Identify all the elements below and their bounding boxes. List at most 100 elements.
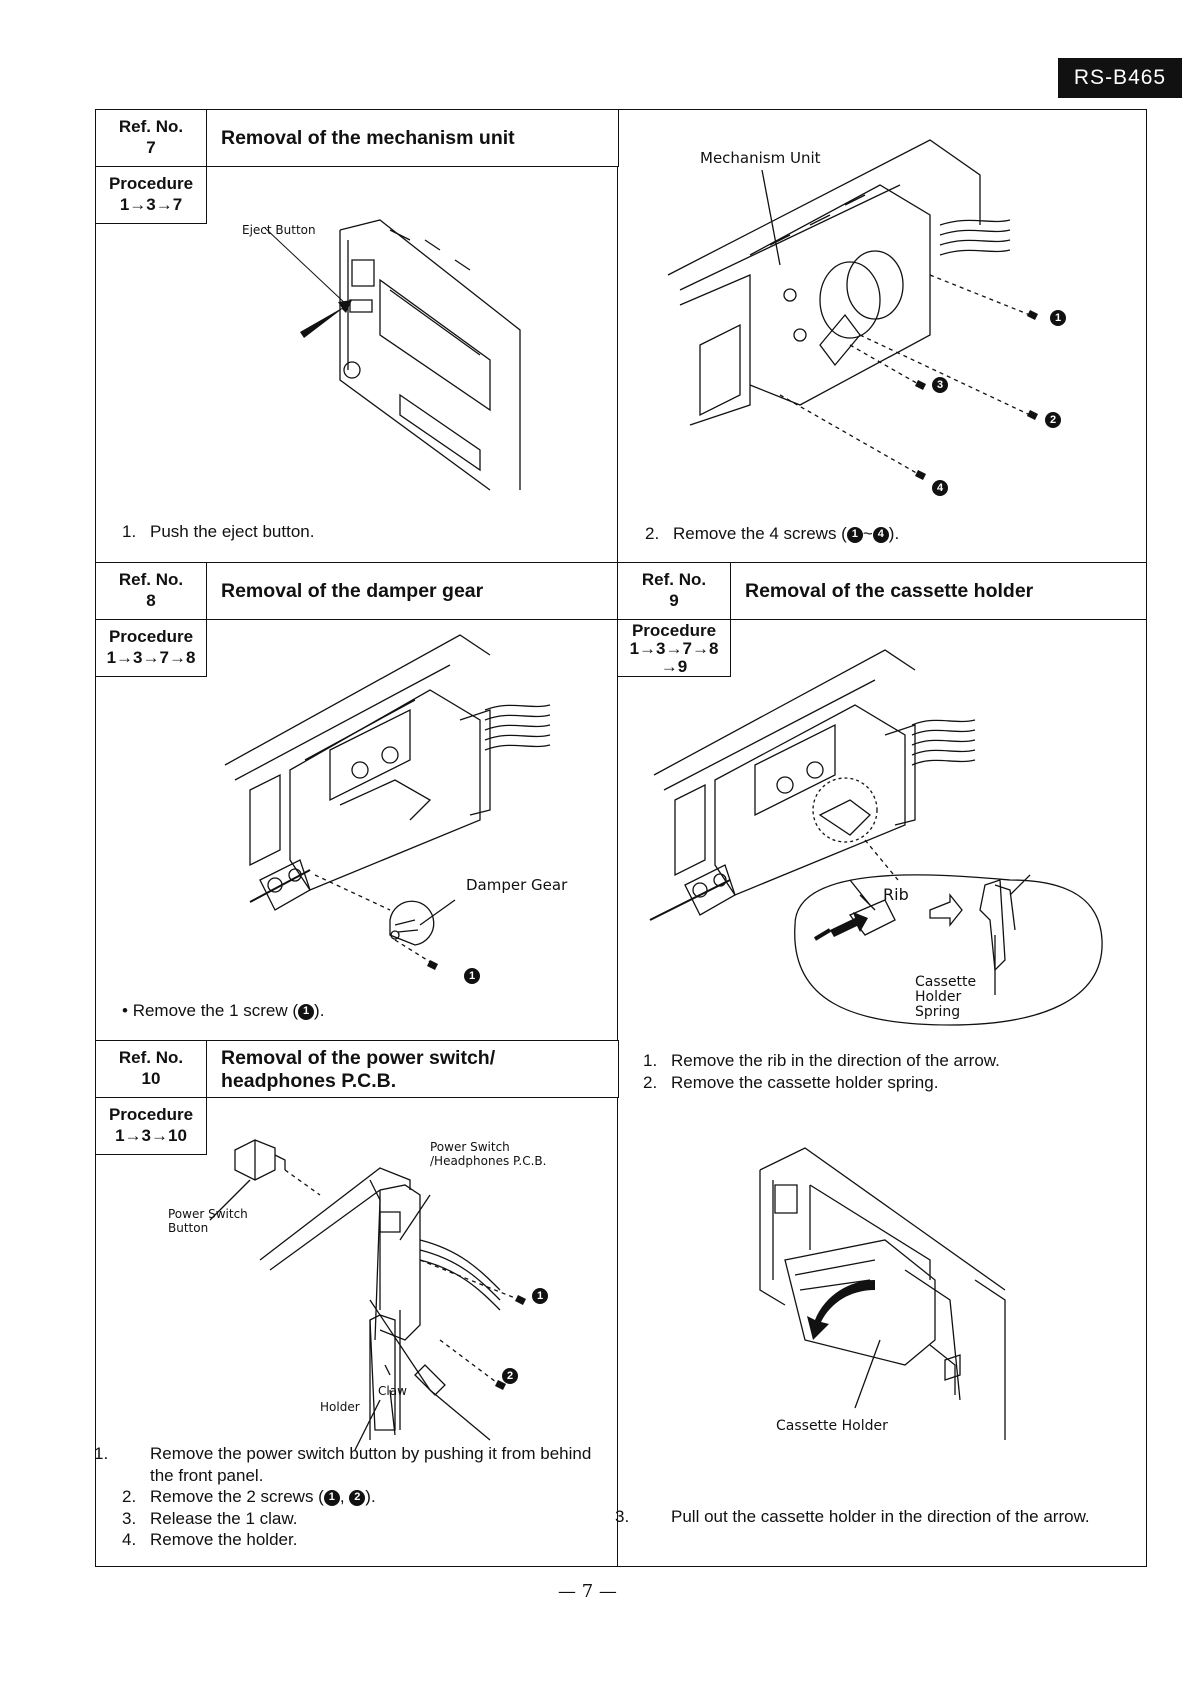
procedure-steps: 1→3→7	[119, 195, 183, 214]
ref-label: Ref. No.	[641, 570, 707, 589]
step-10-2: 2.Remove the 2 screws (1, 2).	[122, 1486, 607, 1508]
page-frame	[95, 109, 1147, 1567]
step-number: 1.	[94, 1444, 109, 1463]
label-line: Power Switch	[168, 1207, 248, 1221]
step-number: 4.	[122, 1530, 137, 1549]
step-text: Release the 1 claw.	[150, 1508, 298, 1528]
note-text-end: ).	[314, 1001, 325, 1020]
label-cassette-holder: Cassette Holder	[776, 1418, 888, 1434]
procedure-steps: 1→3→7→8	[106, 648, 196, 667]
marker-2-icon: 2	[1045, 412, 1061, 428]
ref-box-9: Ref. No. 9	[617, 562, 731, 620]
marker-3-icon: 3	[932, 377, 948, 393]
step-9-3: 3. Pull out the cassette holder in the di…	[615, 1506, 1156, 1528]
section-title-10: Removal of the power switch/ headphones …	[206, 1040, 619, 1098]
marker-1-icon: 1	[846, 526, 863, 543]
ref-box-7: Ref. No. 7	[95, 109, 207, 167]
step-number: 2.	[643, 1072, 658, 1092]
marker-4-icon: 4	[932, 480, 948, 496]
model-tag: RS-B465	[1058, 58, 1182, 98]
eject-button-figure	[290, 210, 540, 500]
label-line: Button	[168, 1221, 209, 1235]
procedure-steps: 1→3→10	[115, 1126, 187, 1145]
note-8: • Remove the 1 screw (1).	[122, 1000, 324, 1022]
label-eject-button: Eject Button	[242, 223, 316, 237]
damper-gear-figure	[220, 630, 570, 970]
procedure-label: Procedure	[108, 1105, 194, 1124]
section-title-text: Removal of the cassette holder	[745, 579, 1034, 602]
label-power-switch-button: Power Switch Button	[168, 1207, 248, 1235]
label-line: Holder	[915, 989, 962, 1005]
step-7-2: 2. Remove the 4 screws (1~4).	[645, 523, 899, 545]
step-number: 2.	[122, 1487, 137, 1506]
section-title-9: Removal of the cassette holder	[730, 562, 1147, 620]
marker-1-icon: 1	[464, 968, 480, 984]
step-text: Remove the 4 screws (	[673, 524, 847, 543]
marker-2-icon: 2	[349, 1489, 366, 1506]
section-title-7: Removal of the mechanism unit	[206, 109, 619, 167]
procedure-box-9: Procedure 1→3→7→8 →9	[617, 619, 731, 677]
ref-box-8: Ref. No. 8	[95, 562, 207, 620]
step-text: Remove the holder.	[150, 1530, 298, 1549]
label-claw: Claw	[378, 1384, 407, 1398]
cassette-spring-figure	[650, 640, 1110, 1030]
step-text: Remove the rib in the direction of the a…	[671, 1051, 1000, 1070]
procedure-box-10: Procedure 1→3→10	[95, 1097, 207, 1155]
label-damper-gear: Damper Gear	[466, 876, 568, 894]
section-title-8: Removal of the damper gear	[206, 562, 619, 620]
marker-1-icon: 1	[532, 1288, 548, 1304]
label-power-switch-pcb: Power Switch /Headphones P.C.B.	[430, 1140, 546, 1168]
steps-9: 1. Remove the rib in the direction of the…	[643, 1050, 1000, 1093]
step-text-end: ).	[888, 524, 900, 543]
ref-label: Ref. No.	[118, 1048, 184, 1067]
procedure-box-8: Procedure 1→3→7→8	[95, 619, 207, 677]
ref-number: 10	[141, 1069, 161, 1088]
marker-4-icon: 4	[872, 526, 889, 543]
step-text: Remove the power switch button by pushin…	[150, 1444, 592, 1485]
step-text: Remove the cassette holder spring.	[671, 1072, 939, 1092]
ref-number: 8	[146, 591, 156, 610]
step-9-2: 2. Remove the cassette holder spring.	[643, 1072, 1000, 1094]
step-7-1: 1. Push the eject button.	[122, 521, 314, 543]
step-text: Push the eject button.	[150, 522, 315, 541]
power-switch-figure	[230, 1140, 526, 1380]
section-title-text: Removal of the damper gear	[221, 579, 484, 602]
cassette-holder-figure	[755, 1140, 1015, 1440]
label-rib: Rib	[883, 885, 909, 904]
marker-1-icon: 1	[298, 1003, 315, 1020]
procedure-label: Procedure	[108, 627, 194, 646]
procedure-label: Procedure	[631, 621, 717, 640]
step-text-end: ).	[365, 1487, 376, 1506]
section-title-text: Removal of the mechanism unit	[221, 126, 515, 149]
step-number: 3.	[615, 1507, 630, 1526]
step-number: 3.	[122, 1508, 137, 1528]
ref-number: 7	[146, 138, 156, 157]
note-text: Remove the 1 screw (	[132, 1001, 299, 1020]
step-text: Pull out the cassette holder in the dire…	[671, 1507, 1090, 1526]
ref-label: Ref. No.	[118, 570, 184, 589]
marker-2-icon: 2	[502, 1368, 518, 1384]
step-number: 2.	[645, 524, 660, 543]
procedure-label: Procedure	[108, 174, 194, 193]
ref-box-10: Ref. No. 10	[95, 1040, 207, 1098]
label-cassette-holder-spring: Cassette Holder Spring	[915, 975, 976, 1020]
procedure-steps: 1→3→7→8	[629, 639, 719, 658]
column-divider	[617, 109, 618, 1567]
steps-10: 1. Remove the power switch button by push…	[94, 1443, 607, 1551]
ref-label: Ref. No.	[118, 117, 184, 136]
mechanism-unit-figure	[670, 145, 1038, 480]
section-title-line2: headphones P.C.B.	[221, 1070, 397, 1092]
label-holder: Holder	[320, 1400, 360, 1414]
label-line: Cassette	[915, 974, 977, 990]
procedure-box-7: Procedure 1→3→7	[95, 166, 207, 224]
range-separator: ~	[862, 524, 873, 543]
marker-1-icon: 1	[1050, 310, 1066, 326]
section-title-line1: Removal of the power switch/	[221, 1047, 496, 1069]
step-10-4: 4. Remove the holder.	[122, 1529, 607, 1551]
step-number: 1.	[122, 522, 137, 541]
label-line: Power Switch	[430, 1140, 510, 1154]
step-number: 1.	[643, 1051, 658, 1070]
step-10-1: 1. Remove the power switch button by push…	[94, 1443, 607, 1486]
bullet: •	[122, 1001, 128, 1020]
label-mechanism-unit: Mechanism Unit	[700, 149, 821, 167]
